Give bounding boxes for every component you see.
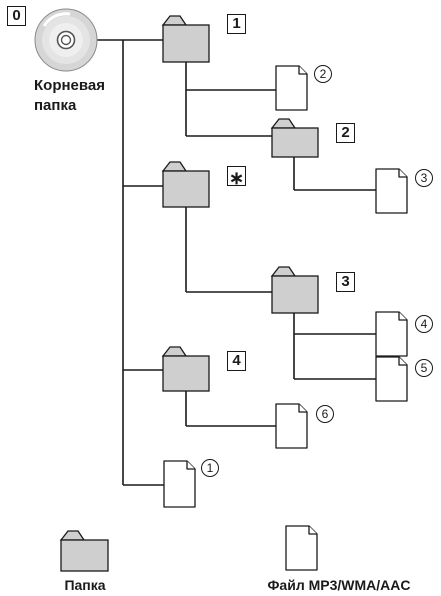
- legend-file-icon: [285, 525, 318, 571]
- file-icon: [275, 65, 308, 111]
- folder-number-1: 1: [227, 14, 246, 34]
- legend-folder-icon: [59, 530, 109, 572]
- folder-number-2: 2: [336, 123, 355, 143]
- folder-icon: [161, 15, 210, 63]
- folder-number-star: ∗: [227, 166, 246, 188]
- file-icon: [275, 403, 308, 449]
- file-number-5: 5: [415, 359, 433, 377]
- folder-icon: [270, 118, 319, 158]
- file-number-1: 1: [201, 459, 219, 477]
- file-number-4: 4: [415, 315, 433, 333]
- legend-file-label: Файл MP3/WMA/AAC: [267, 577, 411, 593]
- folder-number-4: 4: [227, 351, 246, 371]
- folder-number-3: 3: [336, 272, 355, 292]
- file-number-6: 6: [316, 405, 334, 423]
- folder-icon: [270, 266, 319, 314]
- file-number-3: 3: [415, 169, 433, 187]
- file-icon: [375, 356, 408, 402]
- disc-icon: [34, 8, 98, 72]
- folder-icon: [161, 161, 210, 208]
- file-icon: [375, 168, 408, 214]
- connector-lines: [96, 39, 376, 486]
- file-icon: [163, 460, 196, 508]
- root-label: Корневая папка: [34, 76, 105, 116]
- file-icon: [375, 311, 408, 357]
- root-label-line2: папка: [34, 97, 77, 114]
- legend-folder-label: Папка: [64, 577, 106, 593]
- folder-icon: [161, 346, 210, 392]
- file-number-2: 2: [314, 65, 332, 83]
- root-label-line1: Корневая: [34, 77, 106, 94]
- root-number-box: 0: [7, 6, 26, 26]
